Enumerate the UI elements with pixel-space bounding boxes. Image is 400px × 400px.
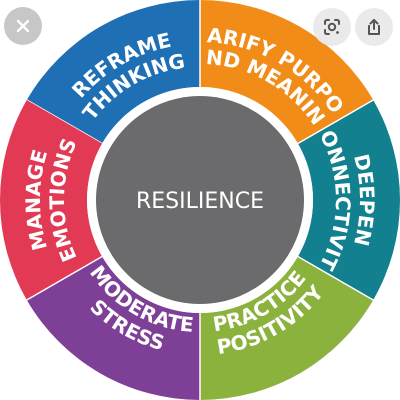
segment-divider: [297, 255, 374, 301]
segment-emotions: [0, 100, 103, 300]
segment-positivity: [200, 256, 374, 400]
share-icon: [368, 19, 380, 35]
segment-reframe: [26, 0, 200, 144]
segment-connectivity: [297, 100, 400, 300]
center-circle: [96, 96, 304, 304]
share-button[interactable]: [355, 8, 393, 46]
close-icon: [16, 19, 30, 33]
segment-clarify: [200, 0, 374, 144]
google-lens-icon: [324, 19, 340, 35]
segment-divider: [26, 255, 103, 301]
segment-stress: [26, 256, 200, 400]
visual-search-button[interactable]: [313, 8, 351, 46]
center-label: RESILIENCE: [136, 189, 264, 214]
segment-divider: [297, 99, 374, 145]
close-button[interactable]: [4, 7, 42, 45]
